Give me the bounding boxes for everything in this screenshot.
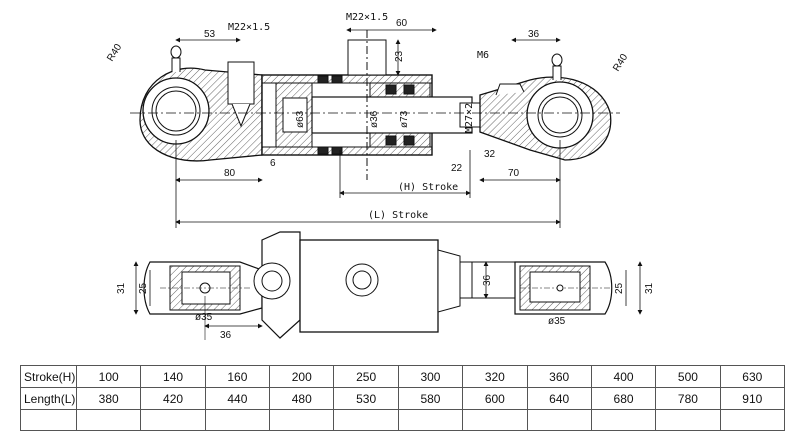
- dim-31-left: 31: [116, 282, 127, 294]
- bottom-plan-view: [133, 231, 643, 340]
- dim-l-stroke: (L) Stroke: [368, 210, 428, 221]
- stroke-cell: 160: [204, 365, 271, 388]
- dim-rod-thread: M27×2: [464, 103, 475, 133]
- dim-25-right: 25: [614, 282, 625, 294]
- dim-80: 80: [224, 168, 236, 179]
- stroke-cell: 140: [140, 365, 206, 388]
- dim-r40-left: R40: [105, 42, 124, 64]
- length-cell: 440: [204, 387, 271, 410]
- empty-cell: [590, 409, 657, 431]
- top-dimension-lines: [175, 27, 561, 228]
- length-cell: 530: [333, 387, 399, 410]
- dim-60: 60: [396, 18, 408, 29]
- empty-cell: [719, 409, 786, 431]
- bottom-dimension-labels: 31 25 ø35 36 36 ø35 25 31: [116, 274, 655, 341]
- stroke-cell: 200: [269, 365, 335, 388]
- length-cell: 380: [75, 387, 142, 410]
- length-cell: 420: [140, 387, 206, 410]
- length-cell: 640: [526, 387, 592, 410]
- dim-22: 22: [451, 163, 463, 174]
- empty-cell: [140, 409, 206, 431]
- length-cell: 480: [269, 387, 335, 410]
- empty-row: [20, 409, 786, 431]
- dim-phi73: ø73: [399, 110, 410, 128]
- length-cell: 780: [655, 387, 721, 410]
- stroke-label: Stroke(H): [20, 365, 77, 388]
- dim-phi63: ø63: [295, 110, 306, 128]
- dim-36-bottom: 36: [220, 330, 232, 341]
- hydraulic-cylinder-drawing: 53 M22×1.5 M22×1.5 60 36 23 M6 R40 R40 ø…: [105, 12, 655, 341]
- dim-h-stroke: (H) Stroke: [398, 182, 458, 193]
- dim-32: 32: [484, 149, 496, 160]
- stroke-cell: 630: [719, 365, 786, 388]
- dim-36-top: 36: [528, 29, 540, 40]
- length-cell: 910: [719, 387, 786, 410]
- dim-36-right: 36: [482, 274, 493, 286]
- dim-thread-port-top: M22×1.5: [346, 12, 388, 23]
- dim-23: 23: [394, 50, 405, 62]
- stroke-length-table: Stroke(H) 100 140 160 200 250 300 320 36…: [20, 365, 786, 431]
- length-cell: 580: [397, 387, 464, 410]
- empty-cell: [204, 409, 271, 431]
- stroke-cell: 400: [590, 365, 657, 388]
- dim-6: 6: [270, 158, 276, 169]
- stroke-cell: 500: [655, 365, 721, 388]
- stroke-cell: 100: [75, 365, 142, 388]
- stroke-row: Stroke(H) 100 140 160 200 250 300 320 36…: [20, 365, 786, 388]
- dim-phi35-left: ø35: [195, 312, 213, 323]
- dim-m6: M6: [477, 50, 489, 61]
- dim-31-right: 31: [644, 282, 655, 294]
- empty-cell: [526, 409, 592, 431]
- length-cell: 680: [590, 387, 657, 410]
- stroke-cell: 250: [333, 365, 399, 388]
- dim-r40-right: R40: [611, 52, 630, 74]
- length-cell: 600: [462, 387, 528, 410]
- length-row: Length(L) 380 420 440 480 530 580 600 64…: [20, 387, 786, 410]
- dim-phi36: ø36: [369, 110, 380, 128]
- dim-thread-port-left: M22×1.5: [228, 22, 270, 33]
- empty-cell: [655, 409, 721, 431]
- dim-25-left: 25: [138, 282, 149, 294]
- empty-cell: [269, 409, 335, 431]
- empty-cell: [20, 409, 77, 431]
- empty-cell: [75, 409, 142, 431]
- empty-cell: [333, 409, 399, 431]
- stroke-cell: 360: [526, 365, 592, 388]
- dim-70: 70: [508, 168, 520, 179]
- dim-phi35-right: ø35: [548, 316, 566, 327]
- length-label: Length(L): [20, 387, 77, 410]
- top-section-view: [130, 30, 620, 180]
- top-dimension-labels: 53 M22×1.5 M22×1.5 60 36 23 M6 R40 R40 ø…: [105, 12, 630, 221]
- stroke-cell: 320: [462, 365, 528, 388]
- dim-53: 53: [204, 29, 216, 40]
- empty-cell: [462, 409, 528, 431]
- stroke-cell: 300: [397, 365, 464, 388]
- empty-cell: [397, 409, 464, 431]
